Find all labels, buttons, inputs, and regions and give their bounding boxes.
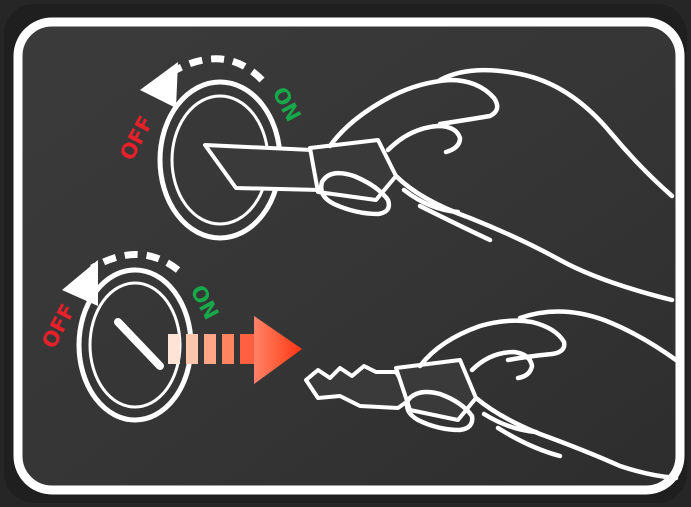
panel-background (18, 22, 680, 490)
